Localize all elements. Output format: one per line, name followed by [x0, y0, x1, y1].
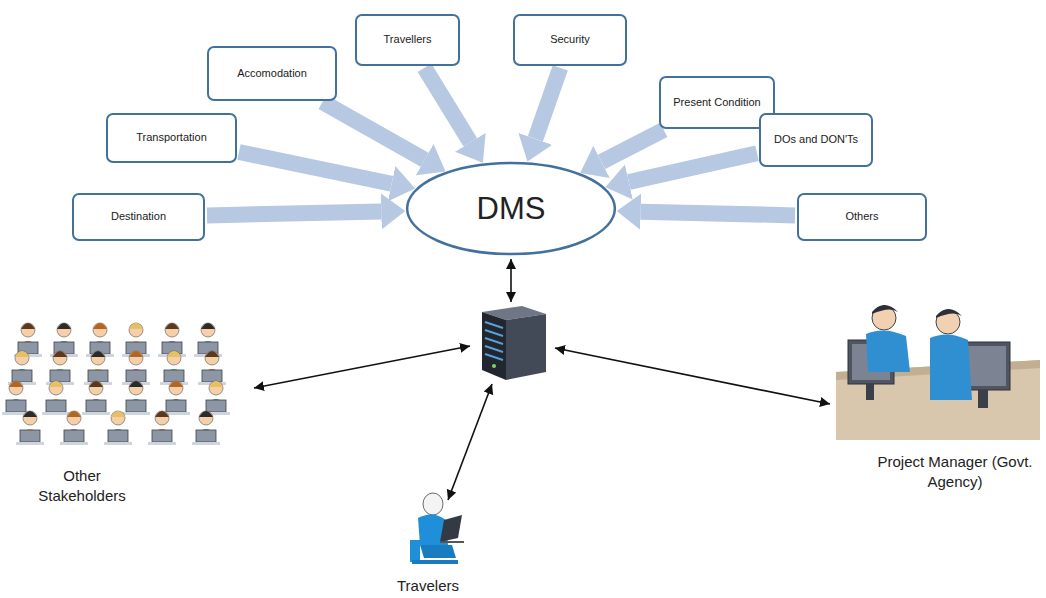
info-box: Present Condition	[659, 76, 775, 129]
project-manager-illustration	[836, 305, 1040, 440]
traveler-link-arrow	[448, 384, 492, 500]
block-arrow	[239, 152, 392, 184]
info-box: Security	[513, 14, 627, 66]
info-box: Travellers	[355, 14, 460, 66]
node-text: Present Condition	[673, 96, 760, 109]
stakeholders-illustration	[2, 323, 230, 445]
illustration-caption: Other Stakeholders	[22, 466, 142, 505]
node-text: Transportation	[136, 131, 207, 144]
dms-server-arrow	[510, 259, 512, 302]
server-icon	[482, 306, 546, 380]
info-box: Destination	[72, 193, 205, 241]
block-arrow	[629, 153, 757, 182]
block-arrow	[602, 130, 664, 162]
node-text: Accomodation	[237, 67, 307, 80]
dms-circle: DMS	[405, 161, 617, 256]
block-arrow	[322, 102, 424, 160]
illustration-caption: Project Manager (Govt. Agency)	[870, 452, 1040, 491]
traveler-illustration	[410, 493, 464, 564]
node-text: Travellers	[384, 33, 432, 46]
manager-link-arrow	[555, 348, 830, 404]
node-text: Security	[550, 33, 590, 46]
info-box: Transportation	[106, 113, 237, 163]
block-arrow	[641, 212, 795, 216]
illustration-caption: Travelers	[378, 576, 478, 596]
node-text: DMS	[477, 190, 546, 227]
node-text: Others	[845, 210, 878, 223]
node-text: DOs and DON'Ts	[774, 133, 858, 146]
stakeholder-link-arrow	[254, 346, 470, 388]
info-box: DOs and DON'Ts	[759, 113, 873, 167]
block-arrow	[207, 211, 381, 215]
block-arrow	[535, 68, 560, 139]
info-box: Others	[797, 193, 927, 241]
info-box: Accomodation	[207, 46, 337, 101]
block-arrow	[425, 68, 471, 143]
node-text: Destination	[111, 210, 166, 223]
